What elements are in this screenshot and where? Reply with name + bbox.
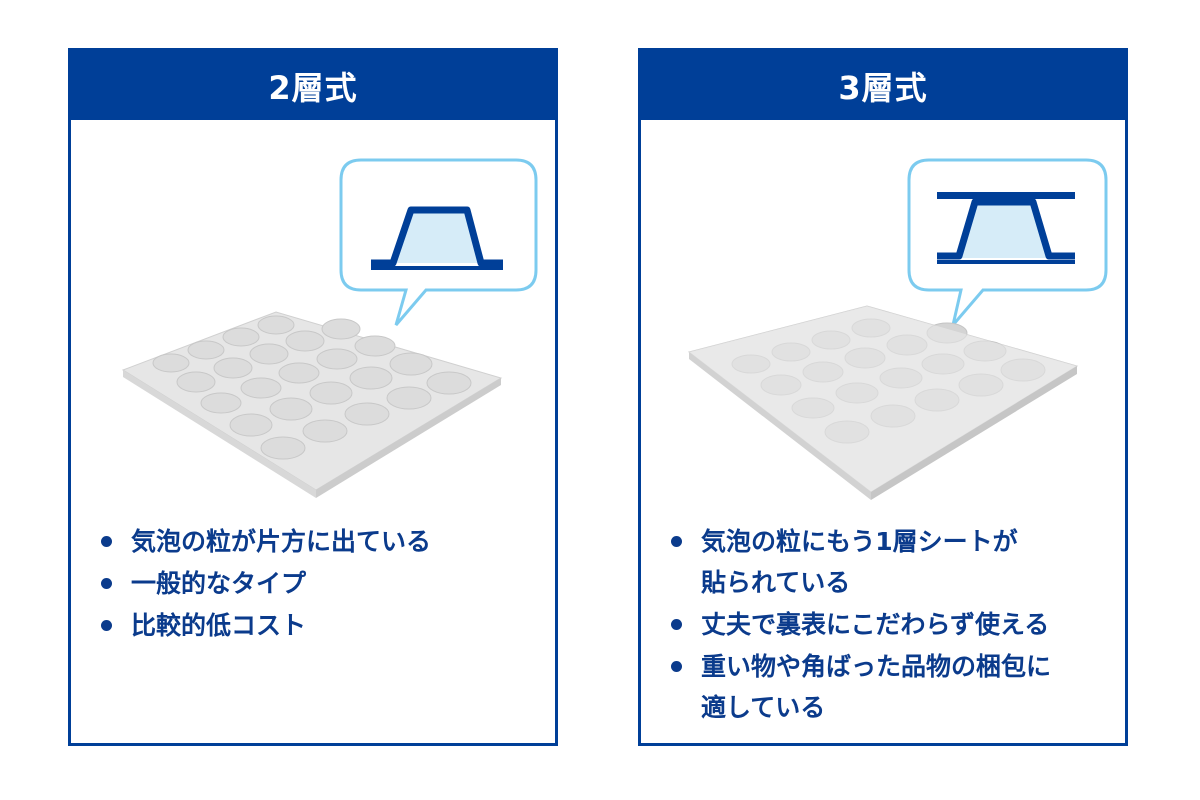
bubble-sheet: [121, 311, 503, 498]
bullet-dot: [671, 536, 682, 547]
list-item: 一般的なタイプ: [101, 563, 541, 604]
three-layer-cross-section-icon: [937, 192, 1075, 264]
two-layer-cross-section-icon: [371, 206, 503, 270]
list-item: 丈夫で裏表にこだわらず使える: [671, 604, 1111, 645]
bubble-sheet: [687, 305, 1079, 500]
bullet-dot: [671, 661, 682, 672]
panel-title: 2層式: [71, 51, 555, 120]
bullet-dot: [101, 620, 112, 631]
bullet-dot: [671, 619, 682, 630]
list-item: 気泡の粒にもう1層シートが 貼られている: [671, 521, 1111, 603]
panel-three-layer: 3層式: [638, 48, 1128, 746]
panel-title: 3層式: [641, 51, 1125, 120]
feature-list: 気泡の粒が片方に出ている 一般的なタイプ 比較的低コスト: [101, 521, 541, 647]
three-layer-illustration: [687, 158, 1108, 500]
feature-list: 気泡の粒にもう1層シートが 貼られている 丈夫で裏表にこだわらず使える 重い物や…: [671, 521, 1111, 729]
panel-two-layer: 2層式: [68, 48, 558, 746]
list-item: 比較的低コスト: [101, 605, 541, 646]
list-item: 重い物や角ばった品物の梱包に 適している: [671, 646, 1111, 728]
two-layer-illustration: [121, 158, 538, 498]
list-item: 気泡の粒が片方に出ている: [101, 521, 541, 562]
bullet-dot: [101, 578, 112, 589]
bullet-dot: [101, 536, 112, 547]
